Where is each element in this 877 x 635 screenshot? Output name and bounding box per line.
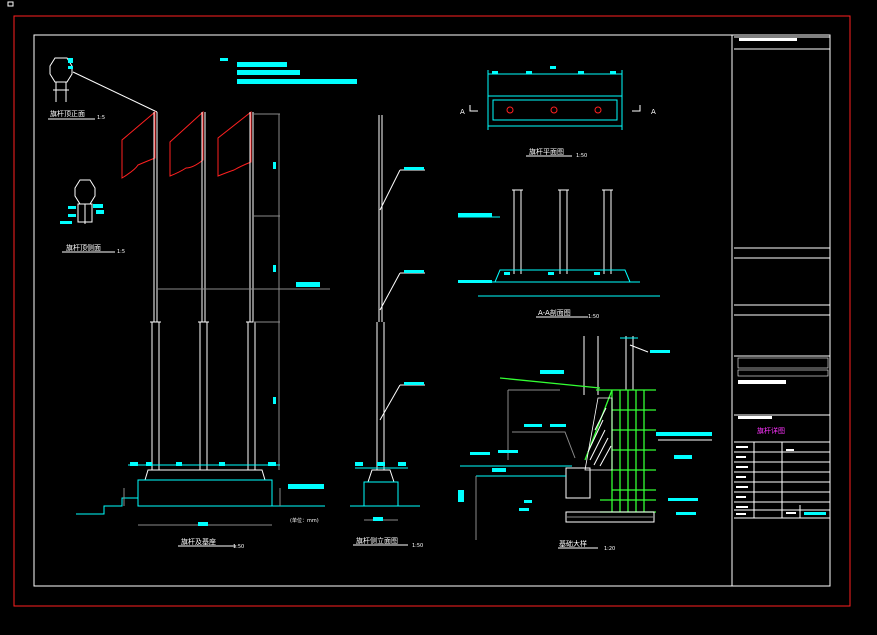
section-aa-scale: 1:50 [588, 314, 599, 320]
foundation-title: 基础大样 [559, 539, 587, 548]
drawing-name: 旗杆详图 [757, 426, 785, 435]
pole-top-front-detail [48, 57, 357, 120]
corner-marker [7, 1, 14, 7]
section-mark-right: A [651, 108, 656, 116]
top-front-scale: 1:5 [97, 115, 105, 121]
flagpoles-and-base [76, 110, 330, 547]
pole-base-scale: 1:50 [233, 544, 244, 550]
pole-top-side-detail [60, 179, 115, 253]
top-front-title: 旗杆顶正面 [50, 109, 85, 118]
flagpole-plan-view [469, 66, 641, 157]
section-mark-left: A [460, 108, 465, 116]
outer-frame [13, 15, 851, 607]
pole-base-title: 旗杆及基座 [181, 537, 216, 546]
section-aa-view [458, 189, 660, 318]
foundation-detail-view [458, 336, 712, 549]
drawing-border [33, 34, 831, 587]
section-aa-title: A-A剖面图 [538, 308, 571, 317]
title-block [734, 36, 830, 519]
plan-scale: 1:50 [576, 153, 587, 159]
pole-side-title: 旗杆侧立面图 [356, 536, 398, 545]
unit-note: (单位：mm) [290, 517, 319, 524]
top-side-title: 旗杆顶侧面 [66, 243, 101, 252]
plan-title: 旗杆平面图 [529, 147, 564, 156]
top-side-scale: 1:5 [117, 249, 125, 255]
pole-side-scale: 1:50 [412, 543, 423, 549]
pole-side-elevation [350, 115, 425, 546]
foundation-scale: 1:20 [604, 546, 615, 552]
